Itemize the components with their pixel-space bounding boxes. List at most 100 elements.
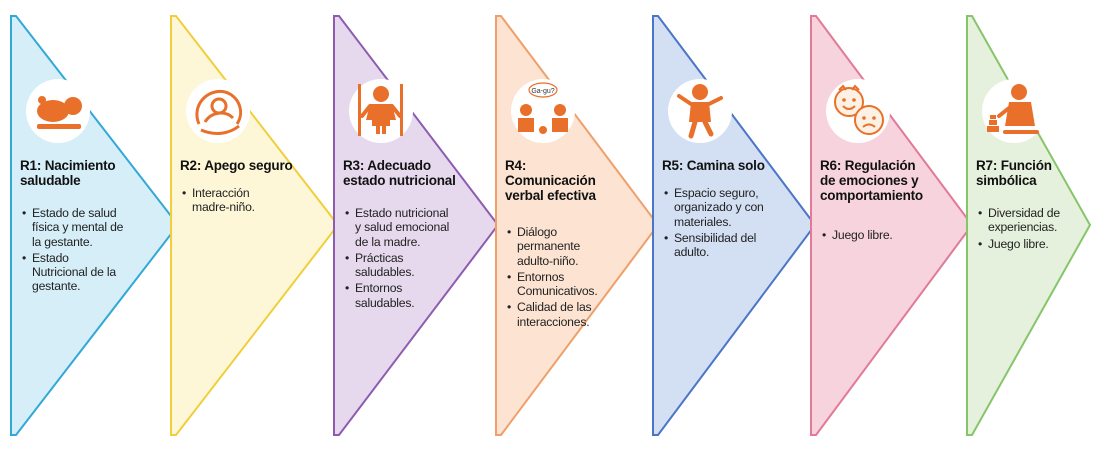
bullet-icon: • — [345, 206, 350, 220]
child-walking-icon — [667, 78, 733, 144]
list-item-line: Estado de salud — [32, 206, 117, 220]
list-item-line: Estado — [32, 250, 69, 265]
list-item-line: saludables. — [355, 295, 415, 310]
list-item-line: saludables. — [355, 265, 415, 280]
bullet-icon: • — [345, 281, 350, 296]
baby-standing-icon — [348, 78, 414, 144]
panel-title-line: saludable — [20, 173, 81, 188]
bullet-icon: • — [507, 225, 512, 239]
bullet-icon: • — [22, 206, 27, 220]
list-item-line: Diálogo — [517, 225, 557, 239]
list-item-line: la gestante. — [32, 234, 93, 249]
list-item-line: Entornos — [355, 281, 403, 296]
panel-title-line: R5: Camina solo — [662, 158, 765, 173]
panel-title-line: R1: Nacimiento — [20, 158, 116, 173]
list-item-line: Diversidad de — [988, 206, 1060, 220]
panel-title-line: Comunicación — [505, 173, 596, 188]
list-item-line: de la madre. — [355, 234, 421, 249]
list-item-line: Juego libre. — [832, 228, 893, 242]
bullet-icon: • — [664, 186, 669, 200]
newborn-icon — [25, 78, 91, 144]
list-item-line: adulto-niño. — [517, 253, 579, 268]
list-item-line: Interacción — [192, 186, 250, 200]
bullet-icon: • — [507, 300, 512, 315]
list-item-line: adulto. — [674, 245, 710, 260]
list-item-line: Prácticas — [355, 250, 404, 265]
panel-title-line: de emociones y — [820, 173, 919, 188]
bullet-icon: • — [507, 269, 512, 284]
panel-title-line: R3: Adecuado — [343, 158, 431, 173]
bullet-icon: • — [182, 186, 187, 200]
list-item-line: Juego libre. — [988, 236, 1049, 251]
list-item-line: organizado y con — [674, 200, 764, 215]
list-item-line: interacciones. — [517, 314, 590, 329]
list-item-line: Sensibilidad del — [674, 230, 757, 245]
panel-title-line: R2: Apego seguro — [180, 158, 293, 173]
bullet-icon: • — [978, 236, 983, 251]
panel-shape — [810, 15, 974, 436]
bullet-icon: • — [22, 250, 27, 265]
list-item-line: Entornos — [517, 269, 565, 284]
bullet-icon: • — [664, 230, 669, 245]
panel-r5: R5: Camina solo • Espacio seguro,organizad… — [652, 0, 817, 450]
list-item-line: experiencias. — [988, 220, 1058, 235]
list-item-line: gestante. — [32, 279, 81, 294]
list-item: • Juego libre. — [976, 237, 1088, 251]
list-item-line: física y mental de — [32, 220, 124, 235]
emotion-faces-icon — [825, 78, 891, 144]
list-item-line: Estado nutricional — [355, 206, 449, 220]
bullet-icon: • — [345, 250, 350, 265]
child-playing-blocks-icon — [981, 78, 1047, 144]
panel-title: R5: Camina solo — [662, 158, 797, 173]
list-item-line: Nutricional de la — [32, 265, 116, 280]
mother-baby-icon — [185, 78, 251, 144]
panel-title-line: estado nutricional — [343, 173, 456, 188]
list-item-line: permanente — [517, 239, 581, 254]
bullet-icon: • — [822, 228, 827, 242]
speech-bubble-text: Ga-gu? — [531, 88, 554, 95]
panel-title-line: simbólica — [976, 173, 1037, 188]
list-item: • Juego libre. — [820, 228, 932, 242]
panel-title-line: R7: Función — [976, 158, 1052, 173]
bullet-icon: • — [978, 206, 983, 220]
panel-title: R2: Apego seguro — [180, 158, 315, 173]
list-item-line: Comunicativos. — [517, 284, 598, 299]
panel-title-line: R6: Regulación — [820, 158, 916, 173]
children-talking-icon: Ga-gu? — [510, 78, 576, 144]
panel-title-line: R4: — [505, 158, 527, 173]
list-item-line: y salud emocional — [355, 220, 450, 235]
panel-item-list: • Juego libre. — [820, 228, 932, 244]
list-item-line: madre-niño. — [192, 200, 255, 215]
list-item-line: Espacio seguro, — [674, 186, 759, 200]
panel-title-line: verbal efectiva — [505, 188, 596, 203]
panel-shape — [170, 15, 340, 436]
